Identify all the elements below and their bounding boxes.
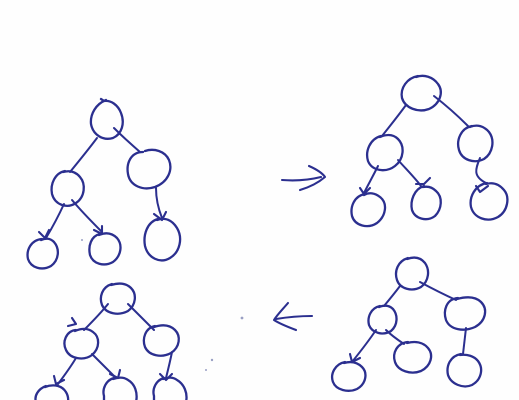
tree-a-left-node bbox=[50, 169, 85, 207]
arrowhead-d-4 bbox=[158, 372, 174, 382]
edge-a-root-right bbox=[113, 127, 141, 153]
tree-d-right-node bbox=[142, 324, 180, 357]
speck-2 bbox=[210, 358, 214, 362]
speck-3 bbox=[205, 369, 207, 371]
edge-b-root-left bbox=[381, 104, 407, 137]
tree-d-leaf-1 bbox=[34, 384, 70, 400]
arrowhead-d-1 bbox=[66, 316, 78, 328]
edge-c-root-left bbox=[383, 285, 401, 307]
tree-a-root-node bbox=[89, 97, 124, 140]
tree-b-leaf-1 bbox=[350, 192, 387, 228]
edge-b-root-right bbox=[433, 95, 469, 127]
tree-c-left-node bbox=[367, 304, 398, 335]
tree-b-root-node bbox=[400, 74, 442, 112]
arrow-left bbox=[272, 301, 314, 332]
tree-a bbox=[26, 97, 182, 270]
tree-d bbox=[34, 282, 188, 400]
tree-c-leaf-1 bbox=[331, 360, 367, 392]
tree-b-left-node bbox=[366, 133, 404, 172]
arrow-right-head bbox=[298, 164, 327, 192]
tree-d-root-node bbox=[99, 282, 136, 315]
edge-a-left-leftleaf bbox=[45, 203, 65, 239]
tree-a-leaf-1 bbox=[26, 237, 59, 270]
tree-b-right-node bbox=[457, 124, 494, 163]
edge-b-left-rightleaf bbox=[397, 159, 422, 187]
tree-d-leaf-2 bbox=[102, 376, 138, 400]
speck-4 bbox=[81, 239, 83, 241]
edge-d-right-leaf bbox=[165, 351, 173, 379]
arrow-left-head bbox=[272, 301, 298, 332]
arrowhead-b-2 bbox=[414, 176, 432, 186]
arrow-right-shaft bbox=[280, 175, 323, 182]
tree-c-root-node bbox=[394, 256, 430, 291]
tree-a-right-node bbox=[126, 148, 172, 190]
edge-a-root-left bbox=[69, 137, 98, 173]
tree-d-left-node bbox=[63, 327, 100, 360]
tree-b-leaf-2 bbox=[410, 184, 442, 221]
edge-a-left-rightleaf bbox=[71, 199, 103, 233]
tree-a-leaf-2 bbox=[88, 232, 122, 266]
tree-c-right-node bbox=[443, 296, 487, 331]
arrow-left-shaft bbox=[274, 314, 314, 321]
tree-a-leaf-3 bbox=[143, 217, 182, 262]
arrowhead-d-2 bbox=[52, 374, 66, 386]
tree-b-leaf-3 bbox=[469, 181, 509, 221]
edge-c-left-leftleaf bbox=[351, 329, 377, 363]
edge-a-right-leaf bbox=[155, 187, 163, 219]
stray-marks bbox=[81, 239, 244, 371]
edge-d-left-leftleaf bbox=[57, 357, 77, 385]
tree-b bbox=[350, 74, 509, 228]
arrow-right bbox=[280, 164, 327, 192]
speck-1 bbox=[240, 316, 244, 320]
tree-c bbox=[331, 256, 487, 392]
tree-d-leaf-3 bbox=[152, 376, 188, 400]
tree-c-leaf-3 bbox=[446, 352, 483, 388]
edge-c-right-leaf bbox=[462, 327, 467, 355]
edge-c-root-right bbox=[419, 281, 457, 301]
tree-c-leaf-2 bbox=[393, 340, 433, 374]
